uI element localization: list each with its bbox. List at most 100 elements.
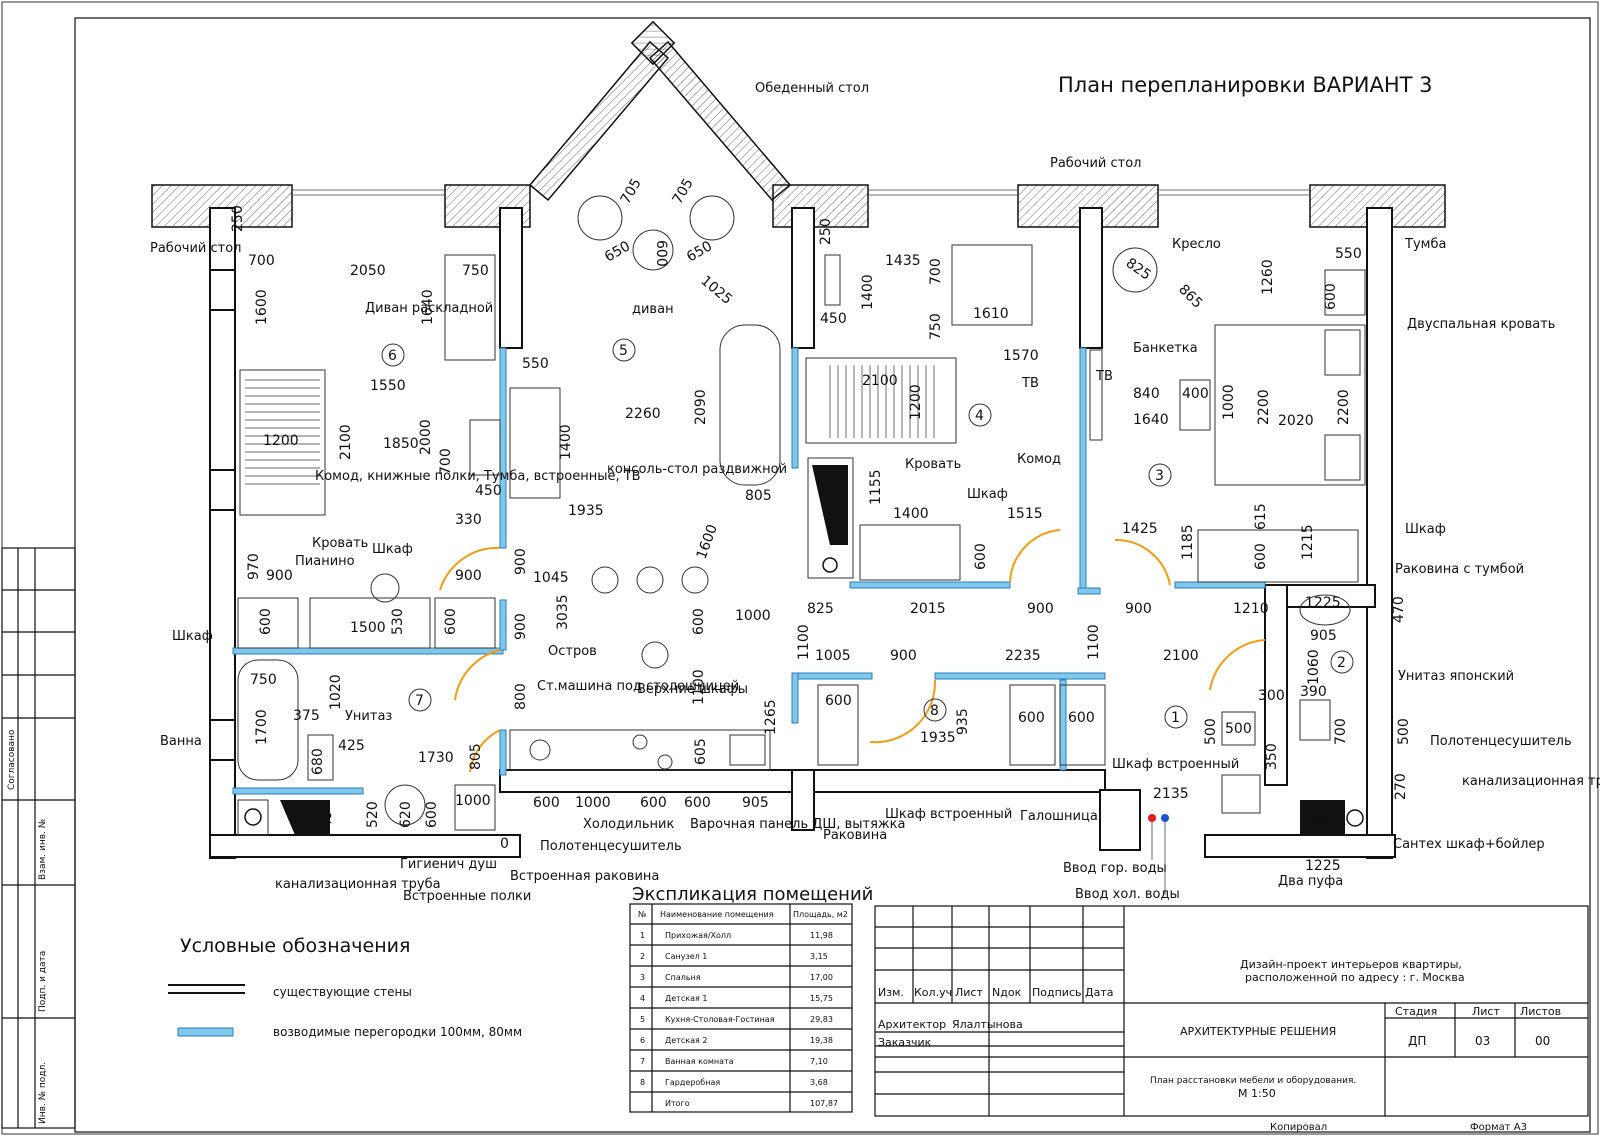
furniture-label: Двуспальная кровать	[1407, 317, 1555, 332]
furniture-label: Сантех шкаф+бойлер	[1393, 837, 1545, 852]
furniture-label: Рабочий стол	[1050, 156, 1141, 171]
dimension-label: 490	[1307, 816, 1334, 832]
room-number-3: 3	[1155, 468, 1164, 484]
dimension-label: 600	[424, 801, 440, 828]
furniture-label: Встроенные полки	[403, 889, 531, 904]
format-label: Формат А3	[1470, 1122, 1527, 1133]
dimension-label: 600	[640, 795, 667, 811]
dimension-label: 600	[258, 608, 274, 635]
furniture-label: Шкаф	[372, 542, 413, 557]
table-cell: Спальня	[665, 973, 701, 982]
table-cell: 5	[640, 1015, 645, 1024]
dimension-label: 1045	[533, 570, 569, 586]
dimension-label: 700	[438, 448, 454, 475]
dimension-label: 600	[1018, 710, 1045, 726]
table-cell: Ванная комната	[665, 1057, 734, 1066]
dimension-label: 805	[745, 488, 772, 504]
dimension-label: 3035	[555, 594, 571, 630]
table-cell: 15,75	[810, 994, 833, 1003]
dimension-label: 705	[670, 176, 697, 207]
sheet-label: Лист	[1472, 1005, 1500, 1018]
dimension-label: 1200	[908, 384, 924, 420]
dimension-label: 2200	[1256, 389, 1272, 425]
dimension-label: 500	[1225, 721, 1252, 737]
side-stamp: Согласовано Взам. инв. № Подп. и дата Ин…	[1, 547, 76, 1129]
furniture-label: консоль-стол раздвижной	[607, 462, 787, 477]
dimension-label: 1400	[860, 274, 876, 310]
dimension-label: 0	[500, 836, 509, 852]
dimension-label: 600	[443, 608, 459, 635]
table-cell: Гардеробная	[665, 1078, 720, 1087]
furniture-label: Кровать	[312, 536, 368, 551]
dimension-label: 2090	[693, 389, 709, 425]
dimension-label: 2100	[1163, 648, 1199, 664]
dimension-label: 600	[653, 240, 669, 267]
dimension-label: 700	[1333, 718, 1349, 745]
table-cell: 4	[640, 994, 645, 1003]
dimension-label: 1100	[1086, 624, 1102, 660]
legend-item-label: возводимые перегородки 100мм, 80мм	[273, 1025, 522, 1039]
dimension-label: 2200	[1336, 389, 1352, 425]
dimension-label: 840	[1133, 386, 1160, 402]
dimension-label: 750	[928, 313, 944, 340]
furniture-label: Ст.машина под столешницей	[537, 679, 739, 694]
table-cell: 29,83	[810, 1015, 833, 1024]
dimension-label: 2000	[418, 419, 434, 455]
furniture-label: диван	[632, 302, 674, 317]
table-cell: 11,98	[810, 931, 833, 940]
dimension-label: 390	[1300, 684, 1327, 700]
legend-item-label: существующие стены	[273, 985, 412, 999]
water-inputs	[1148, 814, 1169, 895]
dimension-label: 900	[1027, 601, 1054, 617]
table-header: Площадь, м2	[793, 910, 848, 919]
dimension-label: 700	[928, 258, 944, 285]
furniture-labels: Обеденный стол Рабочий стол Рабочий стол…	[150, 81, 1600, 904]
dimension-label: 1210	[1233, 601, 1269, 617]
dimension-label: 900	[455, 568, 482, 584]
table-cell: 6	[640, 1036, 645, 1045]
furniture-label: Галошница	[1020, 809, 1098, 824]
room-number-6: 6	[388, 348, 397, 364]
dimension-label: 615	[1253, 503, 1269, 530]
sheet-scale: М 1:50	[1238, 1087, 1276, 1100]
dimension-label: 1225	[1305, 595, 1341, 611]
dimension-label: 425	[338, 738, 365, 754]
dimension-label: 900	[1125, 601, 1152, 617]
furniture-label: канализационная труба	[1462, 774, 1600, 789]
table-cell: 3	[640, 973, 645, 982]
furniture-label: ТВ	[1095, 369, 1113, 384]
dimension-label: 600	[1253, 543, 1269, 570]
dimension-label: 900	[513, 548, 529, 575]
dimension-label: 1730	[418, 750, 454, 766]
dimension-label: 825	[1123, 255, 1154, 283]
furniture-label: Рабочий стол	[150, 241, 241, 256]
dimension-label: 620	[398, 801, 414, 828]
dimension-label: 705	[618, 176, 645, 207]
dimension-label: 2100	[338, 424, 354, 460]
dimension-label: 1000	[1221, 384, 1237, 420]
furniture-label: Кровать	[905, 457, 961, 472]
dimension-label: 330	[455, 512, 482, 528]
furniture-label: Ввод гор. воды	[1063, 861, 1167, 876]
dimension-label: 905	[742, 795, 769, 811]
furniture-room-5	[509, 195, 781, 771]
furniture-label: Шкаф	[1405, 522, 1446, 537]
sheet-title: План расстановки мебели и оборудования.	[1150, 1076, 1356, 1086]
dimension-label: 470	[1391, 596, 1407, 623]
dimension-label: 1610	[973, 306, 1009, 322]
dimension-label: 905	[1310, 628, 1337, 644]
dimension-label: 1400	[558, 424, 574, 460]
dimension-label: 400	[1182, 386, 1209, 402]
room-markers	[381, 338, 1354, 729]
stage-value: ДП	[1408, 1034, 1426, 1048]
dimension-label: 865	[1175, 282, 1205, 312]
furniture-label: Кресло	[1172, 237, 1221, 252]
furniture-label: Шкаф	[172, 629, 213, 644]
dimension-label: 1020	[328, 674, 344, 710]
dimension-label: 2100	[862, 373, 898, 389]
furniture-label: Ванна	[160, 734, 202, 749]
table-cell: 7,10	[810, 1057, 828, 1066]
dimension-label: 1215	[1300, 524, 1316, 560]
furniture-label: канализационная труба	[275, 877, 441, 892]
